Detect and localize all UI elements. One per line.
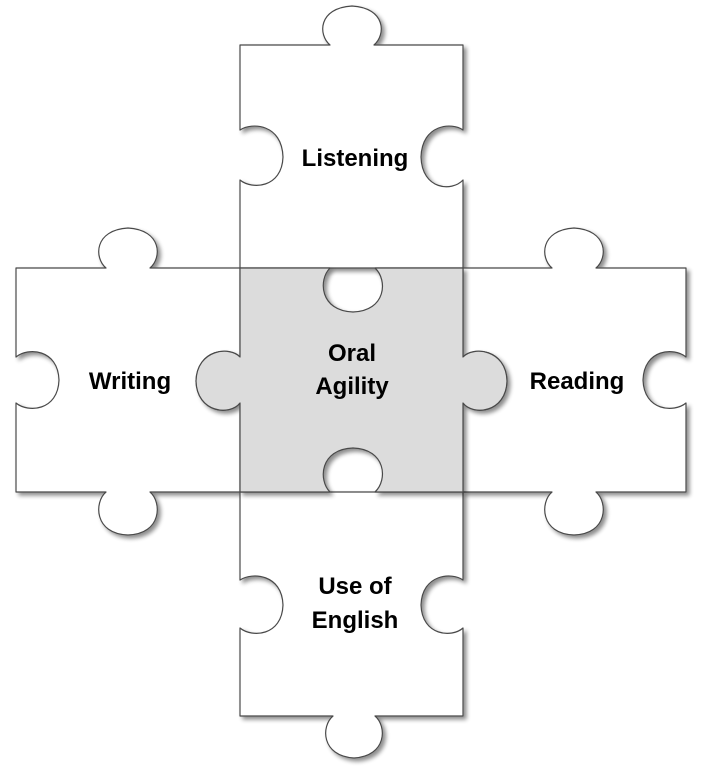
- use-of-english-piece-shape: [239, 491, 464, 759]
- writing-piece-shape: [15, 227, 241, 536]
- puzzle-piece-reading: Reading: [462, 227, 687, 536]
- listening-label: Listening: [302, 145, 409, 172]
- listening-piece-shape: [239, 5, 464, 269]
- puzzle-piece-writing: Writing: [15, 227, 241, 536]
- puzzle-piece-listening: Listening: [239, 5, 464, 269]
- oral-agility-piece-shape: [195, 267, 508, 493]
- reading-label: Reading: [530, 368, 625, 395]
- writing-label: Writing: [89, 368, 171, 395]
